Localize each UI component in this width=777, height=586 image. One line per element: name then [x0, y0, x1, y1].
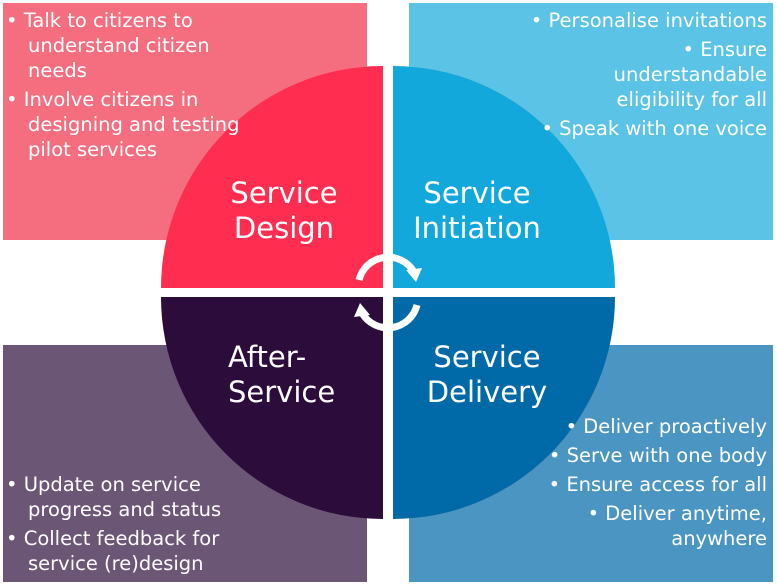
- title-line: After-: [228, 340, 307, 374]
- after-bullets: Update on service progress and status Co…: [6, 472, 256, 580]
- bullet: Deliver proactively: [517, 414, 767, 439]
- title-line: Service: [230, 176, 338, 210]
- design-title: Service Design: [214, 176, 354, 246]
- delivery-title: Service Delivery: [412, 340, 562, 410]
- cycle-arrows-icon: [355, 253, 421, 332]
- bullet: Talk to citizens to understand citizen n…: [6, 8, 246, 83]
- bullet: Deliver anytime, anywhere: [517, 501, 767, 551]
- bullet: Ensure access for all: [517, 472, 767, 497]
- after-title: After- Service: [214, 340, 368, 410]
- bullet: Update on service progress and status: [6, 472, 256, 522]
- title-line: Service: [433, 340, 541, 374]
- title-line: Delivery: [426, 375, 548, 409]
- design-bullets: Talk to citizens to understand citizen n…: [6, 8, 246, 166]
- title-line: Service: [228, 375, 336, 409]
- bullet: Collect feedback for service (re)design: [6, 526, 256, 576]
- bullet: Involve citizens in designing and testin…: [6, 87, 246, 162]
- bullet: Personalise invitations: [527, 8, 767, 33]
- bullet: Speak with one voice: [527, 116, 767, 141]
- initiation-bullets: Personalise invitations Ensure understan…: [527, 8, 767, 145]
- title-line: Service: [423, 176, 531, 210]
- bullet: Ensure understandable eligibility for al…: [527, 37, 767, 112]
- initiation-quadrant: [393, 66, 615, 288]
- title-line: Initiation: [413, 211, 541, 245]
- title-line: Design: [233, 211, 335, 245]
- design-quadrant: [161, 66, 383, 288]
- delivery-quadrant: [393, 297, 615, 519]
- delivery-bullets: Deliver proactively Serve with one body …: [517, 414, 767, 555]
- after-quadrant: [161, 297, 383, 519]
- initiation-title: Service Initiation: [402, 176, 552, 246]
- bullet: Serve with one body: [517, 443, 767, 468]
